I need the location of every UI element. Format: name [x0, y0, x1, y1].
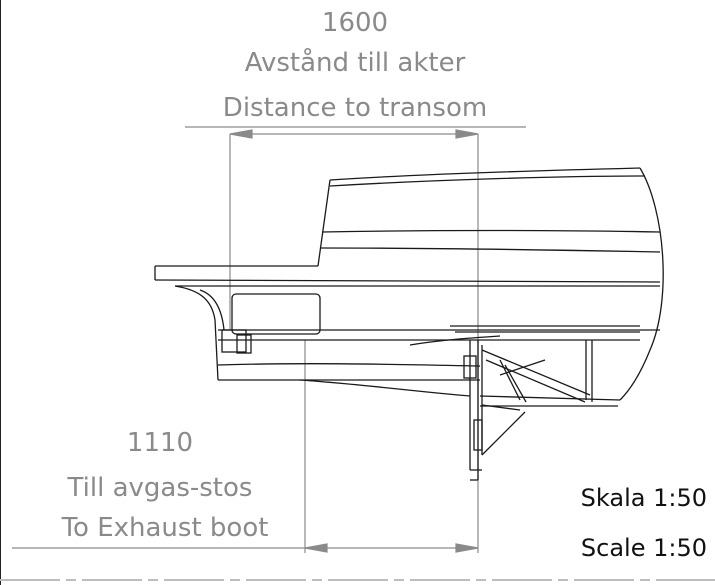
- top-dimension-label-sv: Avstånd till akter: [244, 48, 466, 78]
- top-dimension-value: 1600: [321, 8, 389, 38]
- bottom-dimension-value: 1110: [126, 428, 194, 458]
- hull-outline: [154, 167, 664, 407]
- scale-label-en: Scale 1:50: [580, 534, 707, 562]
- engine-bracket: [463, 340, 593, 481]
- bottom-dimension-label-sv: Till avgas-stos: [67, 473, 253, 503]
- top-dimension-label-en: Distance to transom: [222, 93, 488, 123]
- bottom-dimension-label-en: To Exhaust boot: [61, 513, 269, 543]
- top-dimension-line: [185, 126, 526, 380]
- scale-label-sv: Skala 1:50: [580, 484, 707, 512]
- frame-border-left: [0, 0, 1, 585]
